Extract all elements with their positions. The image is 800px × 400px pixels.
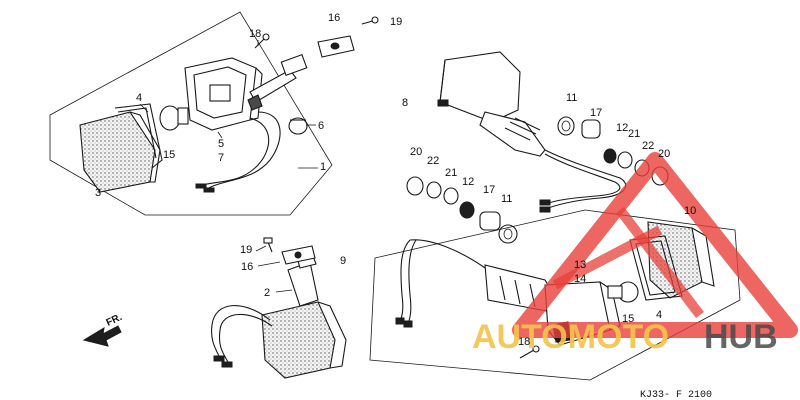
watermark: AUTOMOTO HUB	[472, 152, 798, 356]
group-outline-9	[369, 209, 741, 381]
wire-2	[197, 117, 270, 187]
wire-9a	[399, 239, 411, 323]
part-18-screw	[254, 33, 270, 49]
part-11-washer-lower	[498, 224, 518, 244]
front-direction-arrow	[82, 325, 122, 347]
callout-2: 2	[264, 287, 270, 299]
callout-1: 1	[320, 161, 326, 173]
drawing-code: KJ33- F 2100	[640, 390, 712, 400]
part-11-washer-upper	[557, 116, 575, 136]
part-16-clamp-lower	[281, 245, 316, 265]
connector-1b	[203, 187, 215, 193]
callout-16-lower: 16	[241, 261, 253, 273]
callout-22-upper: 22	[642, 140, 654, 152]
callout-18-upper: 18	[249, 28, 261, 40]
callout-8: 8	[402, 97, 408, 109]
callout-21-lower: 21	[445, 167, 457, 179]
callout-10: 10	[684, 205, 696, 217]
part-2-winker-assembly	[211, 247, 347, 379]
connector-1a	[195, 183, 207, 189]
part-22-washer-lower	[426, 181, 442, 199]
assembly-1-front-right-winker	[49, 11, 333, 216]
callout-15-upper: 15	[163, 149, 175, 161]
part-16-clamp-top	[317, 35, 355, 58]
callout-18-lower: 18	[518, 336, 530, 348]
part-17-grommet-lower	[479, 211, 501, 231]
part-19-screw-lower	[263, 237, 273, 253]
part-3-lens	[79, 111, 161, 193]
watermark-brand-part1: AUTOMOTO	[472, 318, 669, 356]
part-19-screw-top	[361, 16, 379, 25]
part-18-screw-lower	[519, 345, 540, 359]
callout-11-lower: 11	[501, 193, 512, 205]
part-5-housing	[184, 57, 263, 131]
callout-15-lower: 15	[622, 313, 634, 325]
callout-9: 9	[340, 255, 346, 267]
callout-11-upper: 11	[566, 92, 577, 104]
callout-5: 5	[218, 138, 224, 150]
callout-7: 7	[218, 152, 224, 164]
callout-6: 6	[318, 120, 324, 132]
callout-4-upper: 4	[136, 92, 142, 104]
callout-17-lower: 17	[483, 184, 495, 196]
callout-12-upper: 12	[616, 122, 628, 134]
part-15-bulb-lower	[607, 281, 639, 303]
warning-triangle-logo	[512, 152, 798, 338]
front-direction-label: FR.	[105, 312, 124, 329]
callout-4-lower: 4	[656, 309, 662, 321]
callout-19-upper: 19	[390, 16, 402, 28]
part-6-grommet	[288, 117, 308, 135]
callout-21-upper: 21	[628, 128, 640, 140]
part-20-nut-lower	[406, 176, 424, 196]
part-stem	[247, 53, 308, 111]
callout-19-lower: 19	[240, 244, 252, 256]
wire-1	[204, 111, 281, 191]
part-12-collar-upper	[603, 148, 617, 164]
part-15-bulb	[159, 105, 189, 131]
callout-17-upper: 17	[590, 107, 602, 119]
callout-13: 13	[574, 259, 586, 271]
part-21-washer-upper	[617, 151, 633, 169]
watermark-brand-part2: HUB	[704, 318, 778, 356]
group-outline-1	[49, 11, 333, 216]
part-21-washer-lower	[443, 187, 459, 205]
callout-20-lower: 20	[410, 146, 422, 158]
callout-16-upper: 16	[328, 12, 340, 24]
callout-14: 14	[574, 273, 586, 285]
callout-22-lower: 22	[427, 155, 439, 167]
part-12-collar-lower	[459, 201, 475, 219]
callout-20-upper: 20	[658, 148, 670, 160]
part-17-grommet-upper	[581, 119, 601, 139]
callout-labels: 1 2 3 4 4 5 6 7 8 9 10 11 11 12 12 13 14…	[95, 12, 712, 400]
wire-9b	[407, 239, 417, 325]
part-4-gasket	[114, 103, 163, 169]
callout-3: 3	[95, 187, 101, 199]
wire-9c	[409, 239, 489, 271]
callout-12-lower: 12	[462, 176, 474, 188]
